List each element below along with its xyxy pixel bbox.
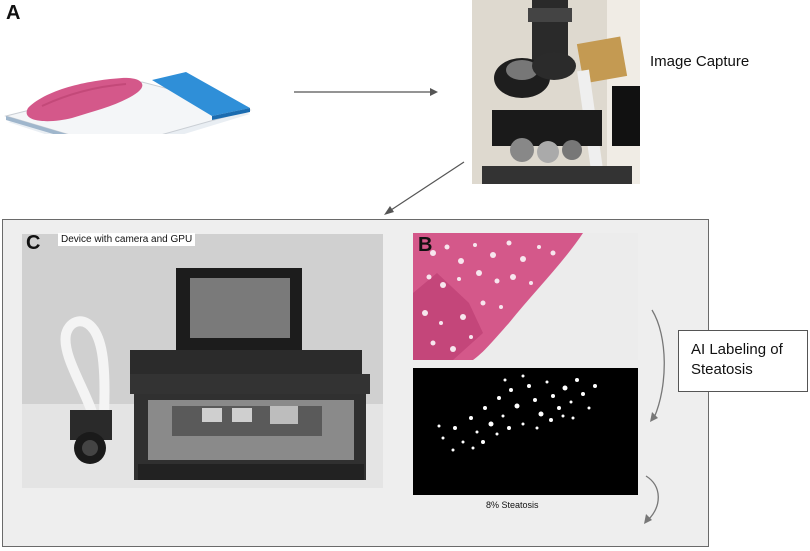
curved-arrow-down-icon [650, 309, 665, 422]
device-caption: Device with camera and GPU [58, 233, 196, 246]
panel-label-c: C [26, 232, 41, 254]
steatosis-mask-image [413, 368, 638, 495]
histology-image [413, 233, 638, 360]
arrow-to-device [384, 161, 465, 215]
steatosis-percent-label: 8% Steatosis [486, 500, 539, 510]
panel-label-a: A [6, 2, 21, 24]
ai-label-line1: AI Labeling of [691, 341, 783, 358]
device-image [22, 234, 383, 488]
arrow-to-capture [294, 88, 438, 96]
panel-label-b: B [418, 234, 433, 256]
microscope-image [472, 0, 640, 184]
ai-labeling-box: AI Labeling of Steatosis [678, 330, 808, 392]
tissue-slide-image [2, 44, 252, 134]
ai-label-line2: Steatosis [691, 361, 753, 378]
curved-arrow-small-icon [644, 475, 659, 524]
image-capture-label: Image Capture [650, 53, 750, 70]
